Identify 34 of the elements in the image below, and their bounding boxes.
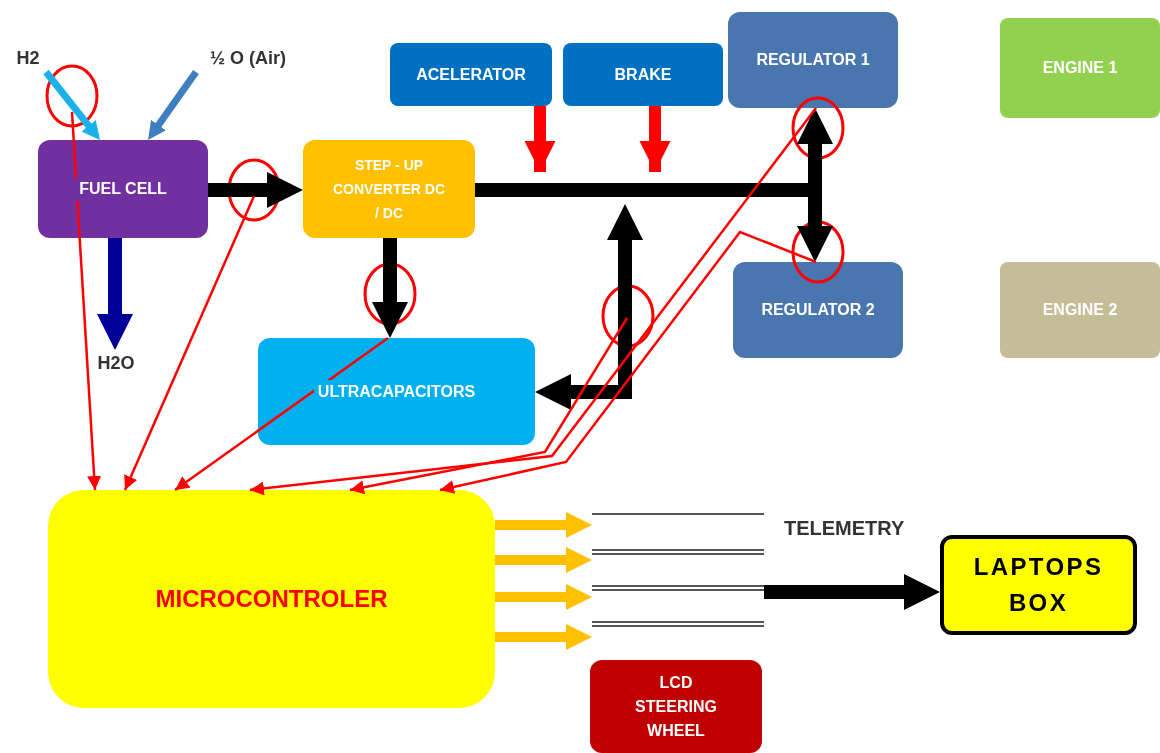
engine-box: ENGINE 1: [1000, 18, 1160, 118]
flow-arrow: [495, 547, 592, 573]
laptop-box: LAPTOPS BOX: [940, 535, 1137, 635]
signal-arrow: [174, 337, 389, 491]
flow-arrow: [495, 624, 592, 650]
display-box: LCD STEERING WHEEL: [590, 660, 762, 753]
signal-arrow: [70, 111, 102, 491]
flow-arrow: [148, 70, 199, 140]
signal-arrow: [249, 107, 817, 496]
controller-box: MICROCONTROLER: [48, 490, 495, 708]
pedal-box: BRAKE: [563, 43, 723, 106]
input-label: H2: [8, 44, 48, 72]
signal-arrow: [349, 317, 629, 495]
flow-arrow: [495, 512, 592, 538]
signal-arrow: [439, 230, 817, 494]
converter-box: STEP - UP CONVERTER DC / DC: [303, 140, 475, 238]
flow-arrow: [208, 171, 303, 209]
flow-arrow: [495, 584, 592, 610]
side-label: TELEMETRY: [784, 516, 905, 541]
engine-box: ENGINE 2: [1000, 262, 1160, 358]
signal-arrow: [123, 195, 256, 491]
regulator-box: REGULATOR 2: [733, 262, 903, 358]
pedal-box: ACELERATOR: [390, 43, 552, 106]
flow-arrow: [639, 106, 671, 172]
output-label: H2O: [86, 350, 146, 376]
flow-arrow: [535, 204, 644, 411]
storage-box: ULTRACAPACITORS: [258, 338, 535, 445]
flow-arrow: [371, 238, 409, 338]
input-label: ½ O (Air): [196, 44, 300, 72]
regulator-box: REGULATOR 1: [728, 12, 898, 108]
flow-arrow: [524, 106, 556, 172]
flow-arrow: [764, 573, 940, 611]
fuel-cell-box: FUEL CELL: [38, 140, 208, 238]
flow-arrow: [96, 238, 134, 350]
